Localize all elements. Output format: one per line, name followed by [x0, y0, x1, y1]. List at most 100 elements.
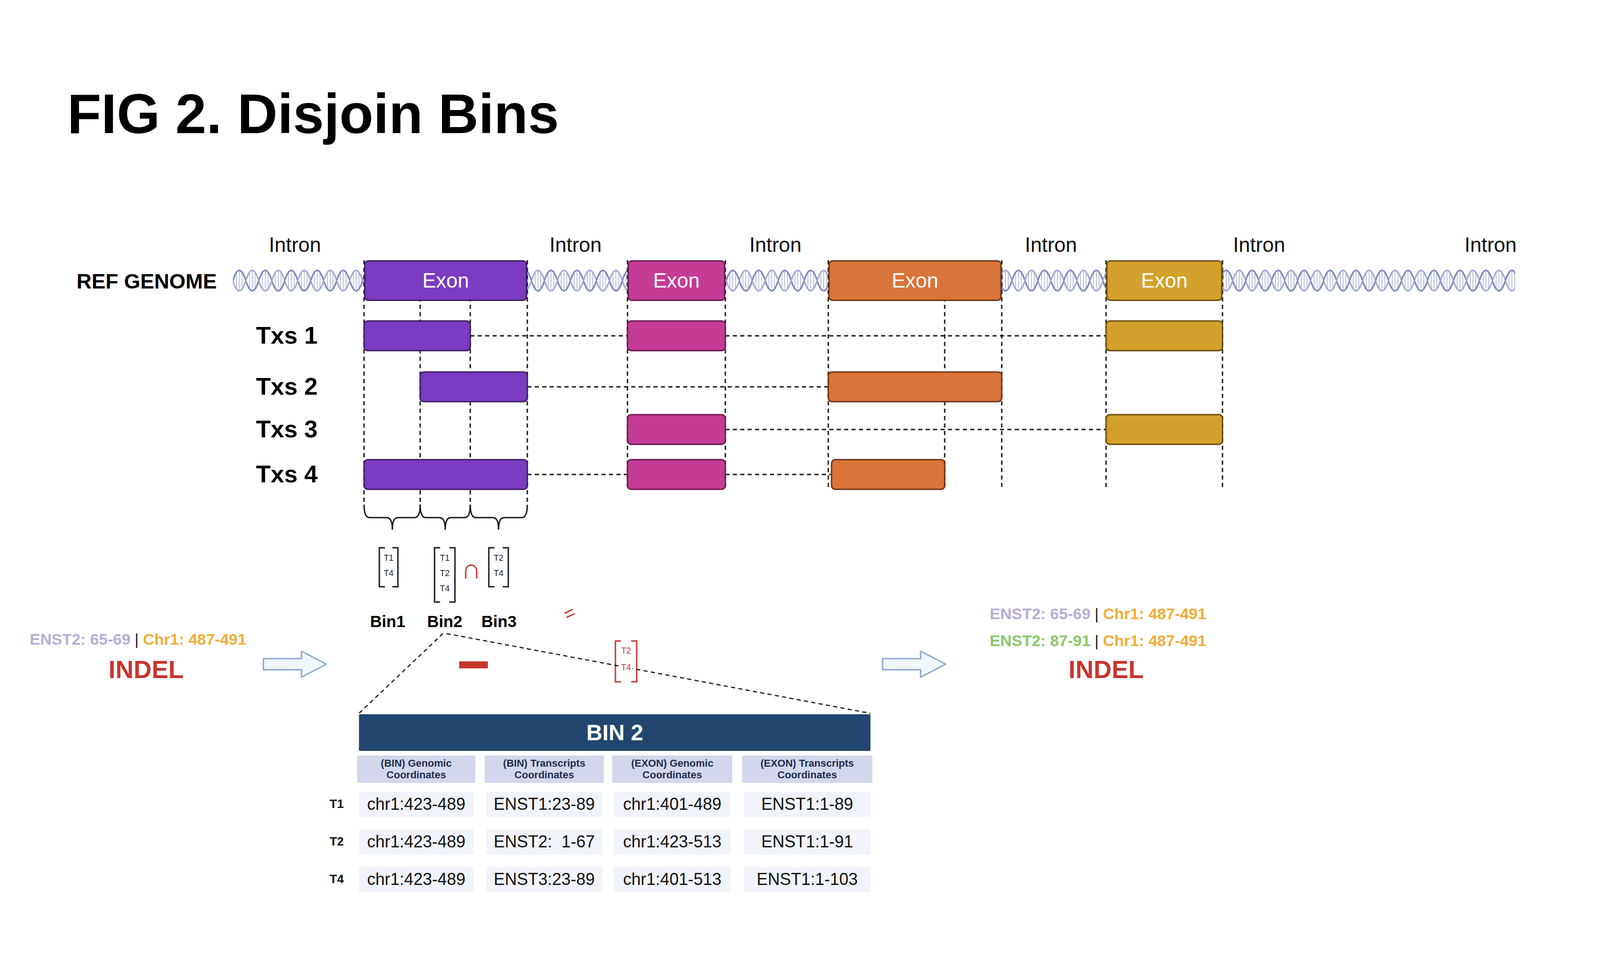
cell-text: ENST1:1-91: [761, 832, 853, 852]
transcript-exon: [828, 371, 1002, 402]
cell-text: ENST2: 1-67: [493, 832, 595, 852]
node-text: (BIN) Genomic Coordinates: [360, 757, 472, 781]
coordinate-text: Chr1: 487-491: [1102, 604, 1207, 623]
region-label: Intron: [1464, 233, 1517, 256]
node-text: (BIN) Transcripts Coordinates: [488, 757, 601, 781]
braces: [364, 504, 528, 530]
coordinate-text: Chr1: 487-491: [1102, 631, 1207, 650]
track-label: REF GENOME: [76, 269, 218, 294]
cell-text: chr1:401-489: [622, 794, 722, 814]
intron-link: [470, 335, 628, 337]
region-label: Intron: [749, 233, 802, 256]
bin-label: Bin3: [481, 612, 517, 631]
coordinate-text: ENST2: 65-69: [989, 604, 1091, 623]
bracket: [502, 547, 509, 587]
cell-text: chr1:401-513: [622, 869, 722, 889]
row-label: T1: [329, 796, 344, 811]
set-member: T4: [383, 568, 394, 579]
row-label: T1: [329, 797, 344, 812]
intron-links: [470, 335, 1107, 475]
set-member: T2: [619, 646, 633, 656]
intersection-symbol: ∩: [460, 553, 481, 585]
bracket: [434, 547, 441, 602]
bracket: [488, 547, 495, 587]
track-label: REF GENOME: [76, 269, 218, 294]
table-cell: chr1:401-513: [614, 866, 731, 892]
set-member: T2: [439, 568, 450, 579]
bin-boundaries: [364, 260, 1223, 502]
coordinate-text: |: [1094, 631, 1099, 650]
bin-label: Bin1: [370, 612, 406, 631]
table-cell: chr1:423-489: [358, 866, 474, 892]
exon-box: Exon: [1106, 260, 1223, 301]
brace: [470, 504, 528, 530]
table-cell: chr1:423-489: [358, 791, 474, 817]
transcript-label: Txs 1: [256, 321, 318, 349]
transcript-label: Txs 4: [256, 460, 318, 489]
bin-label: Bin1: [370, 612, 406, 631]
coordinate-text: |: [134, 630, 139, 649]
column-header: (EXON) Genomic Coordinates: [612, 755, 733, 783]
cell-text: chr1:423-513: [622, 832, 722, 852]
zoom-lines: [358, 633, 871, 714]
node-text: Exon: [422, 268, 469, 293]
region-label: Intron: [268, 233, 322, 256]
intron-link: [725, 473, 832, 476]
region-label: Intron: [749, 233, 802, 257]
cell-text: ENST1:23-89: [493, 794, 595, 814]
bin-label: Bin2: [427, 612, 463, 631]
figure-title: FIG 2. Disjoin Bins: [67, 82, 559, 145]
set-member: T1: [383, 553, 394, 563]
region-label: Intron: [1233, 233, 1286, 257]
set-member: T4: [383, 568, 394, 578]
node-text: Exon: [1140, 268, 1188, 293]
set-member: T1: [439, 553, 450, 564]
set-member: T2: [619, 646, 633, 656]
exon-box: Exon: [364, 260, 528, 301]
coordinate-text: ENST2: 65-69: [29, 630, 131, 649]
indel-label: INDEL: [1068, 654, 1144, 684]
cell-text: ENST3:23-89: [493, 869, 595, 889]
brace: [420, 504, 471, 530]
transcript-exon: [1106, 320, 1223, 351]
row-label: T4: [329, 871, 344, 886]
transcript-exon: [420, 371, 528, 402]
intron-link: [527, 386, 829, 388]
indel-label: INDEL: [108, 655, 184, 684]
result-bracket: [615, 640, 637, 682]
zoom-line: [446, 633, 871, 714]
indel-label: INDEL: [1068, 655, 1144, 684]
minus-sign: [459, 661, 488, 669]
transcript-label: Txs 2: [256, 372, 318, 400]
table-cell: chr1:423-489: [358, 829, 474, 855]
column-header: (BIN) Genomic Coordinates: [357, 755, 476, 783]
table-cell: ENST1:23-89: [486, 791, 602, 817]
region-label: Intron: [1233, 233, 1286, 256]
exon-box: Exon: [828, 260, 1002, 301]
table-cell: ENST1:1-103: [743, 866, 871, 892]
intron-link: [725, 428, 1107, 431]
table-cell: ENST1:1-89: [743, 791, 871, 817]
equals-symbol: =: [560, 601, 579, 625]
column-header: (BIN) Transcripts Coordinates: [484, 755, 604, 783]
node-text: (EXON) Transcripts Coordinates: [745, 757, 869, 781]
coordinate-text: Chr1: 487-491: [142, 630, 247, 649]
transcript-exon: [831, 459, 945, 490]
set-member: T4: [619, 662, 633, 673]
node-text: (EXON) Genomic Coordinates: [615, 757, 729, 781]
brace: [364, 504, 421, 530]
region-label: Intron: [1464, 233, 1517, 257]
table-cell: chr1:401-489: [614, 791, 731, 817]
coordinate-line: ENST2: 65-69|Chr1: 487-491: [989, 604, 1207, 623]
zoom-line: [358, 633, 443, 714]
transcript-exon: [364, 320, 471, 351]
transcript-exon: [627, 414, 726, 445]
transcript-exon: [1106, 414, 1223, 445]
set-member: T1: [383, 553, 394, 564]
set-member: T4: [439, 583, 450, 594]
coordinate-line: ENST2: 65-69|Chr1: 487-491: [29, 630, 247, 649]
row-label: T2: [329, 834, 344, 849]
set-member: T4: [439, 583, 450, 594]
transcript-label: Txs 3: [256, 415, 318, 444]
